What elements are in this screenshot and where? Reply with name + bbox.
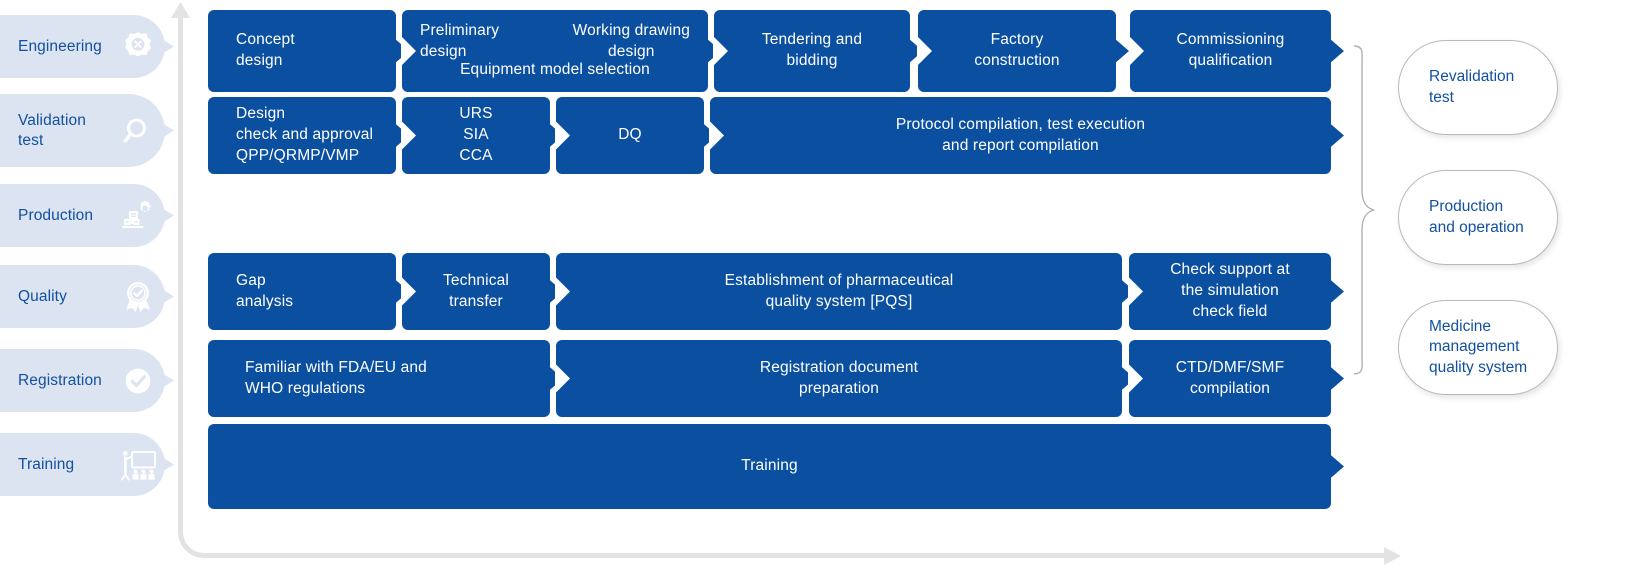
gear-wrench-icon — [117, 26, 159, 68]
process-step-dq[interactable]: DQ — [556, 97, 704, 174]
step-split-row: Preliminary design Working drawing desig… — [420, 21, 690, 63]
award-ribbon-check-icon — [117, 276, 159, 318]
magnifier-icon — [117, 110, 159, 152]
process-step-commissioning-qualification[interactable]: Commissioning qualification — [1130, 10, 1331, 92]
step-label: Factory construction — [974, 31, 1060, 69]
grouping-brace-icon — [1353, 45, 1375, 375]
horizontal-axis-line — [208, 553, 1388, 558]
step-label: Registration document preparation — [759, 358, 919, 397]
step-label: DQ — [618, 126, 642, 144]
step-label: Commissioning qualification — [1176, 31, 1285, 69]
process-step-simulation-check-support[interactable]: Check support at the simulation check fi… — [1129, 253, 1331, 330]
sidebar-item-label: Validation test — [18, 111, 86, 149]
outcome-label: Revalidation test — [1429, 68, 1515, 106]
step-label: Training — [741, 457, 798, 475]
step-label: CTD/DMF/SMF compilation — [1175, 358, 1285, 397]
sidebar-item-label: Production — [18, 206, 94, 224]
step-label: Familiar with FDA/EU and WHO regulations — [245, 358, 427, 397]
check-circle-icon — [117, 360, 159, 402]
vertical-axis-line — [178, 14, 183, 529]
vertical-axis-arrowhead-icon — [171, 2, 190, 18]
presenter-board-icon — [117, 444, 159, 486]
outcome-production-and-operation[interactable]: Production and operation — [1398, 170, 1558, 265]
sidebar-item-label: Quality — [18, 287, 67, 305]
step-label-preliminary-design: Preliminary design — [420, 21, 500, 60]
process-step-urs-sia-cca[interactable]: URS SIA CCA — [402, 97, 550, 174]
process-step-technical-transfer[interactable]: Technical transfer — [402, 253, 550, 330]
sidebar-item-label: Training — [18, 455, 75, 473]
process-step-training[interactable]: Training — [208, 424, 1331, 509]
step-label: Concept design — [236, 31, 295, 69]
process-step-protocol-compilation[interactable]: Protocol compilation, test execution and… — [710, 97, 1331, 174]
step-label: Technical transfer — [443, 271, 509, 310]
step-label-working-drawing-design: Working drawing design — [572, 21, 690, 60]
sidebar-item-engineering[interactable]: Engineering — [0, 15, 165, 78]
horizontal-axis-arrowhead-icon — [1384, 547, 1401, 565]
outcome-label: Production and operation — [1429, 198, 1524, 236]
outcome-medicine-management-quality-system[interactable]: Medicine management quality system — [1398, 300, 1558, 395]
step-label-equipment-model-selection: Equipment model selection — [460, 61, 650, 79]
step-label: Establishment of pharmaceutical quality … — [724, 271, 954, 310]
step-label: URS SIA CCA — [459, 105, 493, 164]
process-step-tendering-bidding[interactable]: Tendering and bidding — [714, 10, 910, 92]
process-step-pqs-establishment[interactable]: Establishment of pharmaceutical quality … — [556, 253, 1122, 330]
process-step-ctd-dmf-smf[interactable]: CTD/DMF/SMF compilation — [1129, 340, 1331, 417]
sidebar-item-registration[interactable]: Registration — [0, 349, 165, 412]
sidebar-item-quality[interactable]: Quality — [0, 265, 165, 328]
step-label: Tendering and bidding — [761, 31, 863, 69]
process-step-gap-analysis[interactable]: Gap analysis — [208, 253, 396, 330]
process-step-registration-document[interactable]: Registration document preparation — [556, 340, 1122, 417]
outcome-revalidation-test[interactable]: Revalidation test — [1398, 40, 1558, 135]
process-step-design-stage[interactable]: Preliminary design Working drawing desig… — [402, 10, 708, 92]
step-label: Design check and approval QPP/QRMP/VMP — [236, 105, 374, 164]
axis-corner — [178, 500, 212, 558]
sidebar-item-label: Registration — [18, 371, 102, 389]
process-step-design-check-approval[interactable]: Design check and approval QPP/QRMP/VMP — [208, 97, 396, 174]
factory-gear-icon — [117, 195, 159, 237]
sidebar-item-production[interactable]: Production — [0, 184, 165, 247]
sidebar-item-validation-test[interactable]: Validation test — [0, 94, 165, 167]
process-step-concept-design[interactable]: Concept design — [208, 10, 396, 92]
process-step-factory-construction[interactable]: Factory construction — [918, 10, 1116, 92]
sidebar-item-training[interactable]: Training — [0, 433, 165, 496]
process-step-fda-eu-who-regulations[interactable]: Familiar with FDA/EU and WHO regulations — [208, 340, 550, 417]
outcome-label: Medicine management quality system — [1429, 317, 1528, 376]
sidebar-item-label: Engineering — [18, 37, 102, 55]
step-label: Protocol compilation, test execution and… — [895, 115, 1146, 154]
step-label: Check support at the simulation check fi… — [1170, 261, 1290, 320]
step-label: Gap analysis — [236, 271, 294, 310]
